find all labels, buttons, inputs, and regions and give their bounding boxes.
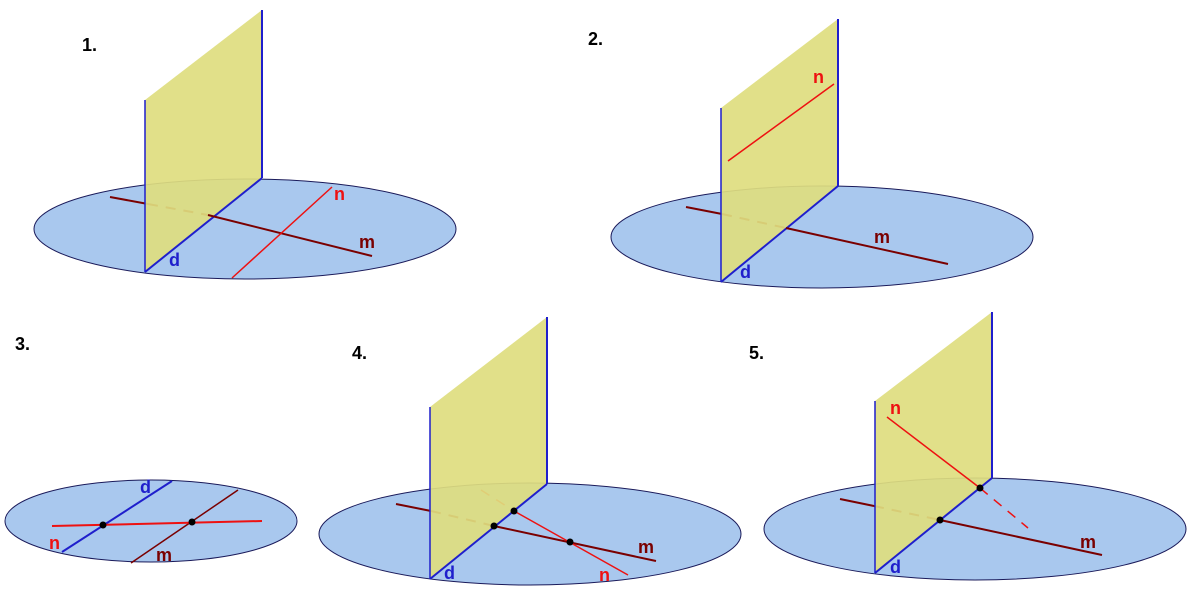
intersection-point-dm xyxy=(936,516,944,524)
figure-number: 5. xyxy=(749,343,764,363)
line-d xyxy=(874,477,993,574)
label-d: d xyxy=(890,557,901,577)
figure-number: 3. xyxy=(15,334,30,354)
label-m: m xyxy=(874,227,890,247)
line-m xyxy=(130,489,239,564)
line-m xyxy=(207,214,373,257)
intersection-point-dn xyxy=(510,507,518,515)
label-n: n xyxy=(813,67,824,87)
line-d xyxy=(429,483,548,580)
line-n xyxy=(231,186,333,279)
figure-number: 1. xyxy=(82,35,97,55)
label-n: n xyxy=(599,565,610,585)
intersection-point-mn xyxy=(188,518,196,526)
line-m-hidden xyxy=(839,498,875,507)
label-d: d xyxy=(169,250,180,270)
intersection-point-dn xyxy=(976,484,984,492)
figure-number: 2. xyxy=(588,29,603,49)
intersection-point-dm xyxy=(490,522,498,530)
label-n: n xyxy=(334,184,345,204)
line-m-hidden xyxy=(395,503,432,512)
figure-2: 2. d m n xyxy=(588,19,1034,289)
line-m xyxy=(493,525,657,562)
label-n: n xyxy=(49,533,60,553)
vertical-plane xyxy=(875,312,992,573)
line-m xyxy=(939,519,1103,556)
line-d xyxy=(144,177,263,273)
label-d: d xyxy=(740,262,751,282)
line-n xyxy=(51,520,263,527)
figure-3: 3. d m n xyxy=(4,334,298,565)
line-n xyxy=(886,416,981,489)
label-m: m xyxy=(359,232,375,252)
figure-4: 4. d m n xyxy=(318,317,742,586)
line-d xyxy=(61,480,173,553)
horizontal-plane xyxy=(33,178,457,280)
figure-number: 4. xyxy=(352,343,367,363)
horizontal-plane xyxy=(763,477,1187,581)
vertical-plane xyxy=(430,317,547,579)
line-m-hidden xyxy=(109,196,149,205)
intersection-point-mn xyxy=(566,538,574,546)
figure-1: 1. d m n xyxy=(33,10,457,280)
label-m: m xyxy=(156,545,172,565)
line-m xyxy=(785,227,949,265)
label-d: d xyxy=(444,563,455,583)
intersection-point-dn xyxy=(99,521,107,529)
vertical-plane xyxy=(145,10,262,272)
vertical-plane xyxy=(721,19,838,282)
line-d xyxy=(720,185,839,283)
label-n: n xyxy=(890,398,901,418)
label-m: m xyxy=(638,537,654,557)
line-m-hidden xyxy=(685,206,723,215)
figure-5: 5. d m n xyxy=(749,312,1187,581)
line-n xyxy=(727,83,835,162)
label-d: d xyxy=(140,477,151,497)
label-m: m xyxy=(1080,532,1096,552)
